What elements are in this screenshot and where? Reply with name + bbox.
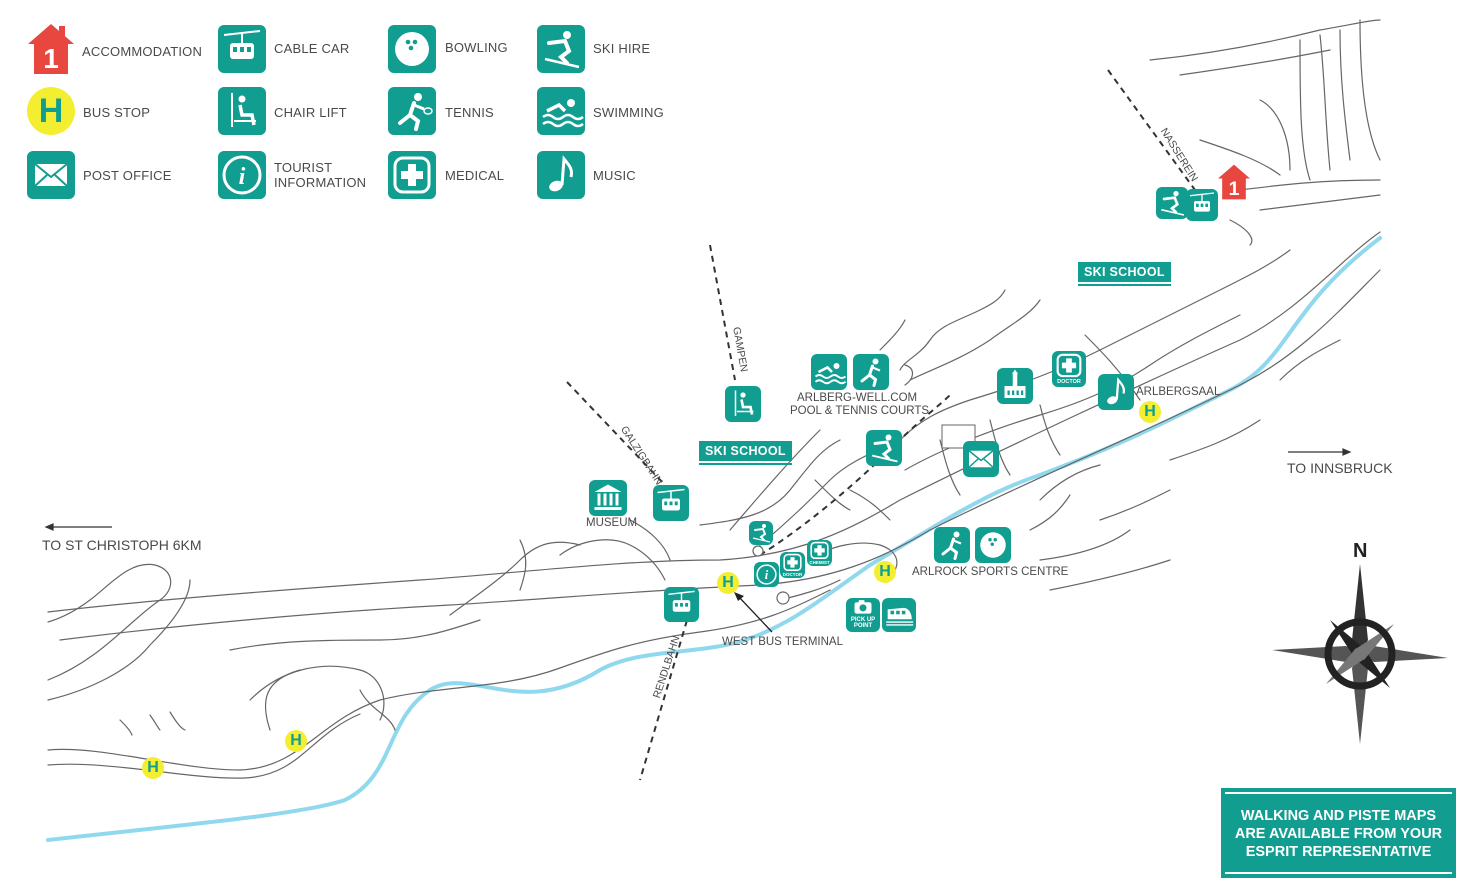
compass-north-label: N — [1353, 540, 1368, 562]
legend-label-tennis: TENNIS — [445, 105, 494, 120]
place-label-arlberg-well: ARLBERG-WELL.COM — [797, 392, 918, 404]
tennis-icon[interactable] — [853, 354, 889, 390]
tennis-icon — [388, 87, 436, 135]
bus-stop-icon[interactable]: H — [285, 730, 307, 752]
chair-lift-icon — [218, 87, 266, 135]
bowling-icon[interactable] — [975, 527, 1011, 563]
place-label-museum: MUSEUM — [586, 517, 638, 529]
svg-text:i: i — [765, 568, 769, 582]
museum-icon[interactable] — [589, 480, 627, 516]
cable-car-icon[interactable] — [664, 587, 699, 622]
legend-label-medical: MEDICAL — [445, 168, 505, 183]
cable-car-icon — [218, 25, 266, 73]
legend-label-post-office: POST OFFICE — [83, 168, 172, 183]
medical-icon[interactable]: DOCTOR — [780, 552, 805, 578]
place-label-arlbergsaal: ARLBERGSAAL — [1136, 386, 1221, 398]
legend-label-ski-hire: SKI HIRE — [593, 41, 651, 56]
place-label-arlrock: ARLROCK SPORTS CENTRE — [912, 566, 1069, 578]
legend-label-tourist-information: TOURIST INFORMATION — [274, 160, 367, 190]
legend-label-swimming: SWIMMING — [593, 105, 664, 120]
notice-panel: WALKING AND PISTE MAPS ARE AVAILABLE FRO… — [1221, 788, 1456, 878]
legend-label-bowling: BOWLING — [445, 40, 508, 55]
cable-car-icon[interactable] — [653, 485, 689, 521]
accommodation-icon[interactable]: 1 — [1218, 164, 1250, 200]
accommodation-icon: 1 — [28, 24, 74, 74]
svg-text:i: i — [239, 164, 246, 190]
swimming-icon[interactable] — [811, 354, 847, 390]
place-label-pool-tennis: POOL & TENNIS COURTS — [790, 405, 930, 417]
swimming-icon — [537, 87, 585, 135]
notice-line-3: ESPRIT REPRESENTATIVE — [1245, 844, 1432, 860]
tourist-information-icon[interactable]: i — [754, 562, 779, 587]
tennis-icon[interactable] — [934, 527, 970, 563]
bowling-icon — [388, 25, 436, 73]
compass-rose — [1272, 564, 1448, 744]
direction-innsbruck: TO INNSBRUCK — [1287, 460, 1393, 476]
chemist-icon[interactable]: CHEMIST — [807, 540, 832, 566]
river — [46, 236, 1382, 842]
post-office-icon — [27, 151, 75, 199]
doctor-label: DOCTOR — [1057, 379, 1081, 385]
pick-up-point-label: PICK UP POINT — [850, 617, 876, 629]
bus-stop-icon[interactable]: H — [142, 757, 164, 779]
bus-stop-icon: H — [27, 87, 75, 135]
legend-label-bus-stop: BUS STOP — [83, 105, 151, 120]
legend-label-accommodation: ACCOMMODATION — [82, 44, 203, 59]
accommodation-number: 1 — [43, 43, 59, 74]
bus-stop-icon[interactable]: H — [874, 561, 896, 583]
chemist-label: CHEMIST — [809, 560, 830, 565]
ski-hire-icon[interactable] — [749, 521, 773, 545]
notice-line-2: ARE AVAILABLE FROM YOUR — [1234, 826, 1443, 842]
ski-school-label-2[interactable]: SKI SCHOOL — [699, 441, 792, 465]
bus-stop-icon[interactable]: H — [1139, 401, 1161, 423]
music-icon — [537, 151, 585, 199]
pick-up-point-icon[interactable]: PICK UP POINT — [846, 598, 880, 632]
train-icon[interactable] — [882, 598, 916, 632]
music-icon[interactable] — [1098, 374, 1134, 410]
bus-stop-icon[interactable]: H — [717, 572, 739, 594]
ski-hire-icon[interactable] — [1156, 187, 1188, 219]
legend-label-chair-lift: CHAIR LIFT — [274, 105, 347, 120]
notice-line-1: WALKING AND PISTE MAPS — [1240, 808, 1437, 824]
chair-lift-icon[interactable] — [725, 386, 761, 422]
legend-label-music: MUSIC — [593, 168, 636, 183]
legend-label-cable-car: CABLE CAR — [274, 41, 350, 56]
medical-icon — [388, 151, 436, 199]
ski-school-label[interactable]: SKI SCHOOL — [1078, 262, 1171, 286]
place-label-west-bus-terminal: WEST BUS TERMINAL — [722, 636, 843, 648]
cable-car-icon[interactable] — [1186, 189, 1218, 221]
medical-icon[interactable]: DOCTOR — [1052, 351, 1086, 387]
doctor-label-2: DOCTOR — [782, 572, 803, 577]
tourist-information-icon: i — [218, 151, 266, 199]
church-icon[interactable] — [997, 368, 1033, 404]
post-office-icon[interactable] — [963, 441, 999, 477]
direction-st-christoph: TO ST CHRISTOPH 6KM — [42, 537, 202, 553]
svg-text:1: 1 — [1229, 178, 1240, 200]
ski-hire-icon — [537, 25, 585, 73]
ski-hire-icon[interactable] — [866, 430, 902, 466]
